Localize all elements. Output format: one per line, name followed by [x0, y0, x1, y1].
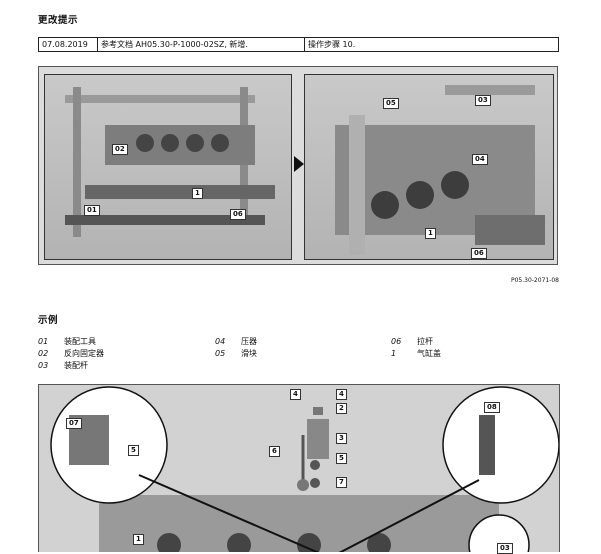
- change-table: 07.08.2019 参考文档 AH05.30-P-1000-02SZ, 新增.…: [38, 37, 559, 52]
- legend-text: 气缸盖: [417, 349, 441, 358]
- legend-num: 03: [38, 361, 49, 370]
- callout-04: 04: [472, 154, 488, 165]
- figure-reference: P05.30-2071-08: [510, 277, 559, 284]
- legend-item: 03 装配杆: [38, 360, 88, 371]
- legend-num: 02: [38, 349, 49, 358]
- change-step: 操作步骤 10.: [304, 37, 559, 52]
- arrow-icon: [294, 156, 304, 172]
- callout-02: 02: [112, 144, 128, 155]
- legend-num: 1: [391, 349, 397, 358]
- legend-item: 06 拉杆: [391, 336, 433, 347]
- photo-left: [44, 74, 292, 260]
- legend-heading: 示例: [38, 315, 59, 326]
- bottom-label-5-left: 5: [128, 445, 139, 456]
- legend-item: 05 滑块: [215, 348, 257, 359]
- legend-num: 01: [38, 337, 49, 346]
- bottom-label-07: 07: [66, 418, 82, 429]
- callout-06-right: 06: [471, 248, 487, 259]
- legend-item: 1 气缸盖: [391, 348, 441, 359]
- callout-1: 1: [192, 188, 203, 199]
- bottom-label-3: 3: [336, 433, 347, 444]
- legend-text: 拉杆: [417, 337, 433, 346]
- callout-03: 03: [475, 95, 491, 106]
- legend-item: 04 压器: [215, 336, 257, 347]
- bottom-label-4-right: 4: [336, 389, 347, 400]
- callout-06: 06: [230, 209, 246, 220]
- legend-num: 04: [215, 337, 226, 346]
- bottom-label-1: 1: [133, 534, 144, 545]
- callout-01: 01: [84, 205, 100, 216]
- legend-item: 02 反向固定器: [38, 348, 104, 359]
- bottom-label-4-left: 4: [290, 389, 301, 400]
- legend-item: 01 装配工具: [38, 336, 96, 347]
- callout-1-right: 1: [425, 228, 436, 239]
- legend-text: 装配杆: [64, 361, 88, 370]
- bottom-label-2: 2: [336, 403, 347, 414]
- legend-text: 压器: [241, 337, 257, 346]
- change-date: 07.08.2019: [38, 37, 98, 52]
- bottom-label-08: 08: [484, 402, 500, 413]
- legend-num: 06: [391, 337, 402, 346]
- change-description: 参考文档 AH05.30-P-1000-02SZ, 新增.: [97, 37, 305, 52]
- legend-text: 反向固定器: [64, 349, 104, 358]
- legend-num: 05: [215, 349, 226, 358]
- callout-05: 05: [383, 98, 399, 109]
- legend-text: 装配工具: [64, 337, 96, 346]
- bottom-label-03: 03: [497, 543, 513, 554]
- assembly-tool-illustration: [65, 87, 275, 237]
- legend-text: 滑块: [241, 349, 257, 358]
- bottom-figure: [38, 384, 560, 552]
- bottom-label-7: 7: [336, 477, 347, 488]
- valve-assembly-illustration: [50, 386, 559, 552]
- cylinder-head-closeup-illustration: [335, 85, 545, 255]
- bottom-label-5: 5: [336, 453, 347, 464]
- bottom-label-6: 6: [269, 446, 280, 457]
- change-notice-heading: 更改提示: [38, 15, 79, 26]
